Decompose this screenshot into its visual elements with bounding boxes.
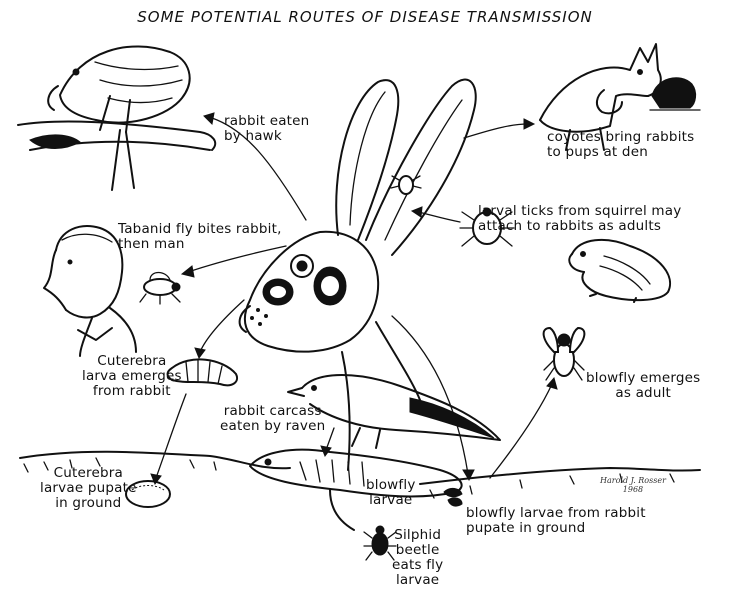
label-cuterebra-emerges: Cuterebra larva emerges from rabbit: [82, 354, 182, 399]
label-tabanid: Tabanid fly bites rabbit, then man: [118, 222, 282, 252]
artist-signature: Harold J. Rosser 1968: [600, 476, 666, 494]
transmission-arrows: [151, 113, 557, 484]
squirrel-illustration: [569, 240, 670, 302]
tick-on-ear-icon: [391, 176, 421, 194]
label-raven: rabbit carcass eaten by raven: [220, 404, 325, 434]
label-ticks: larval ticks from squirrel may attach to…: [478, 204, 681, 234]
label-cuterebra-pupate: Cuterebra larvae pupate in ground: [40, 466, 137, 511]
label-hawk: rabbit eaten by hawk: [224, 114, 309, 144]
tabanid-fly-icon: [140, 273, 180, 305]
hawk-illustration: [18, 46, 215, 190]
blowfly-larvae-icon: [444, 488, 462, 506]
blowfly-adult-icon: [544, 328, 585, 380]
label-blowfly-pupate: blowfly larvae from rabbit pupate in gro…: [466, 506, 646, 536]
label-coyote: coyotes bring rabbits to pups at den: [547, 130, 694, 160]
label-blowfly-larvae: blowfly larvae: [366, 478, 416, 508]
label-blowfly-adult: blowfly emerges as adult: [586, 371, 700, 401]
label-silphid: Silphid beetle eats fly larvae: [392, 528, 443, 588]
